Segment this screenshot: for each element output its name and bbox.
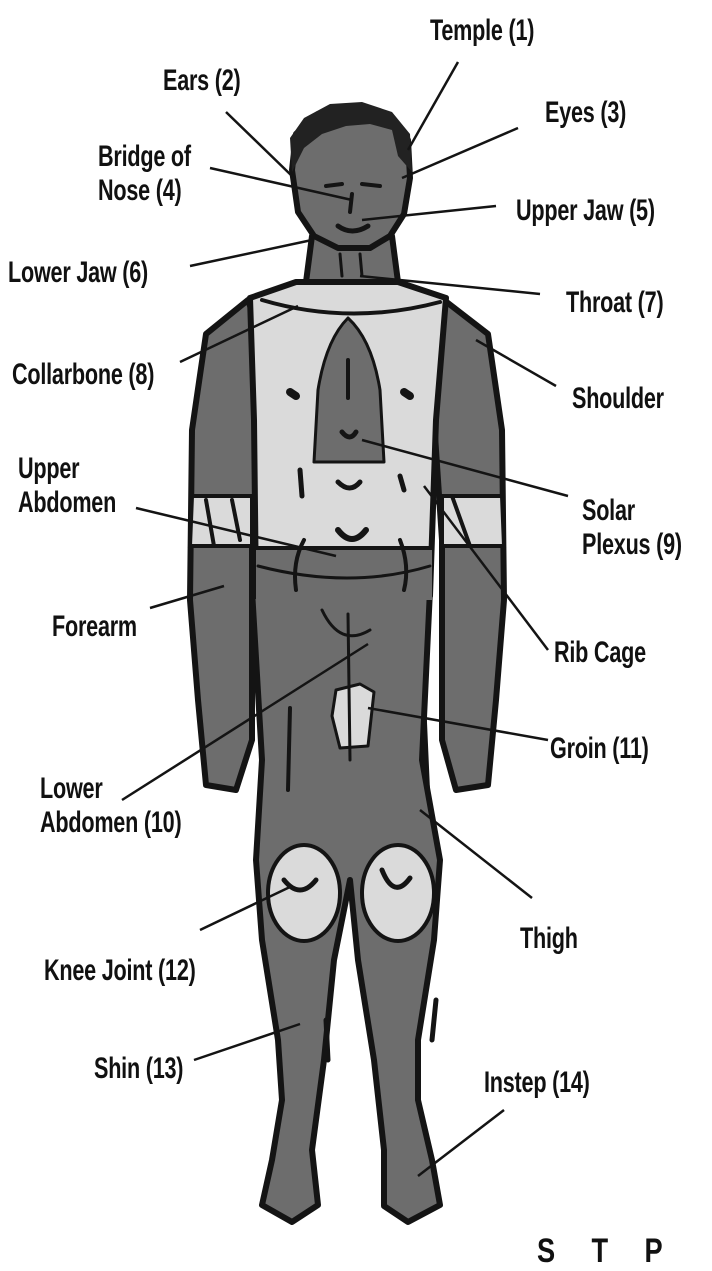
label-upper-abdomen: Upper Abdomen bbox=[18, 452, 116, 520]
label-rib-cage: Rib Cage bbox=[554, 636, 646, 670]
label-lower-abdomen-line1: Lower bbox=[40, 772, 181, 806]
label-groin: Groin (11) bbox=[550, 732, 649, 766]
label-lower-abdomen: Lower Abdomen (10) bbox=[40, 772, 181, 840]
label-upper-jaw: Upper Jaw (5) bbox=[516, 194, 655, 228]
label-shin: Shin (13) bbox=[94, 1052, 183, 1086]
label-instep: Instep (14) bbox=[484, 1066, 590, 1100]
label-lower-abdomen-line2: Abdomen (10) bbox=[40, 806, 181, 840]
label-temple: Temple (1) bbox=[430, 14, 534, 48]
label-solar-plexus: Solar Plexus (9) bbox=[582, 494, 682, 562]
label-solar-plexus-line2: Plexus (9) bbox=[582, 528, 682, 562]
label-upper-abdomen-line1: Upper bbox=[18, 452, 116, 486]
label-bridge-of-nose: Bridge of Nose (4) bbox=[98, 140, 191, 208]
label-shoulder: Shoulder bbox=[572, 382, 664, 416]
label-forearm: Forearm bbox=[52, 610, 137, 644]
label-collarbone: Collarbone (8) bbox=[12, 358, 154, 392]
label-lower-jaw: Lower Jaw (6) bbox=[8, 256, 148, 290]
label-throat: Throat (7) bbox=[566, 286, 663, 320]
label-bridge-of-nose-line2: Nose (4) bbox=[98, 174, 191, 208]
label-eyes: Eyes (3) bbox=[545, 96, 626, 130]
label-knee-joint: Knee Joint (12) bbox=[44, 954, 196, 988]
label-upper-abdomen-line2: Abdomen bbox=[18, 486, 116, 520]
label-bridge-of-nose-line1: Bridge of bbox=[98, 140, 191, 174]
label-thigh: Thigh bbox=[520, 922, 578, 956]
footer-text: S T P bbox=[537, 1232, 677, 1271]
label-solar-plexus-line1: Solar bbox=[582, 494, 682, 528]
label-ears: Ears (2) bbox=[163, 64, 241, 98]
